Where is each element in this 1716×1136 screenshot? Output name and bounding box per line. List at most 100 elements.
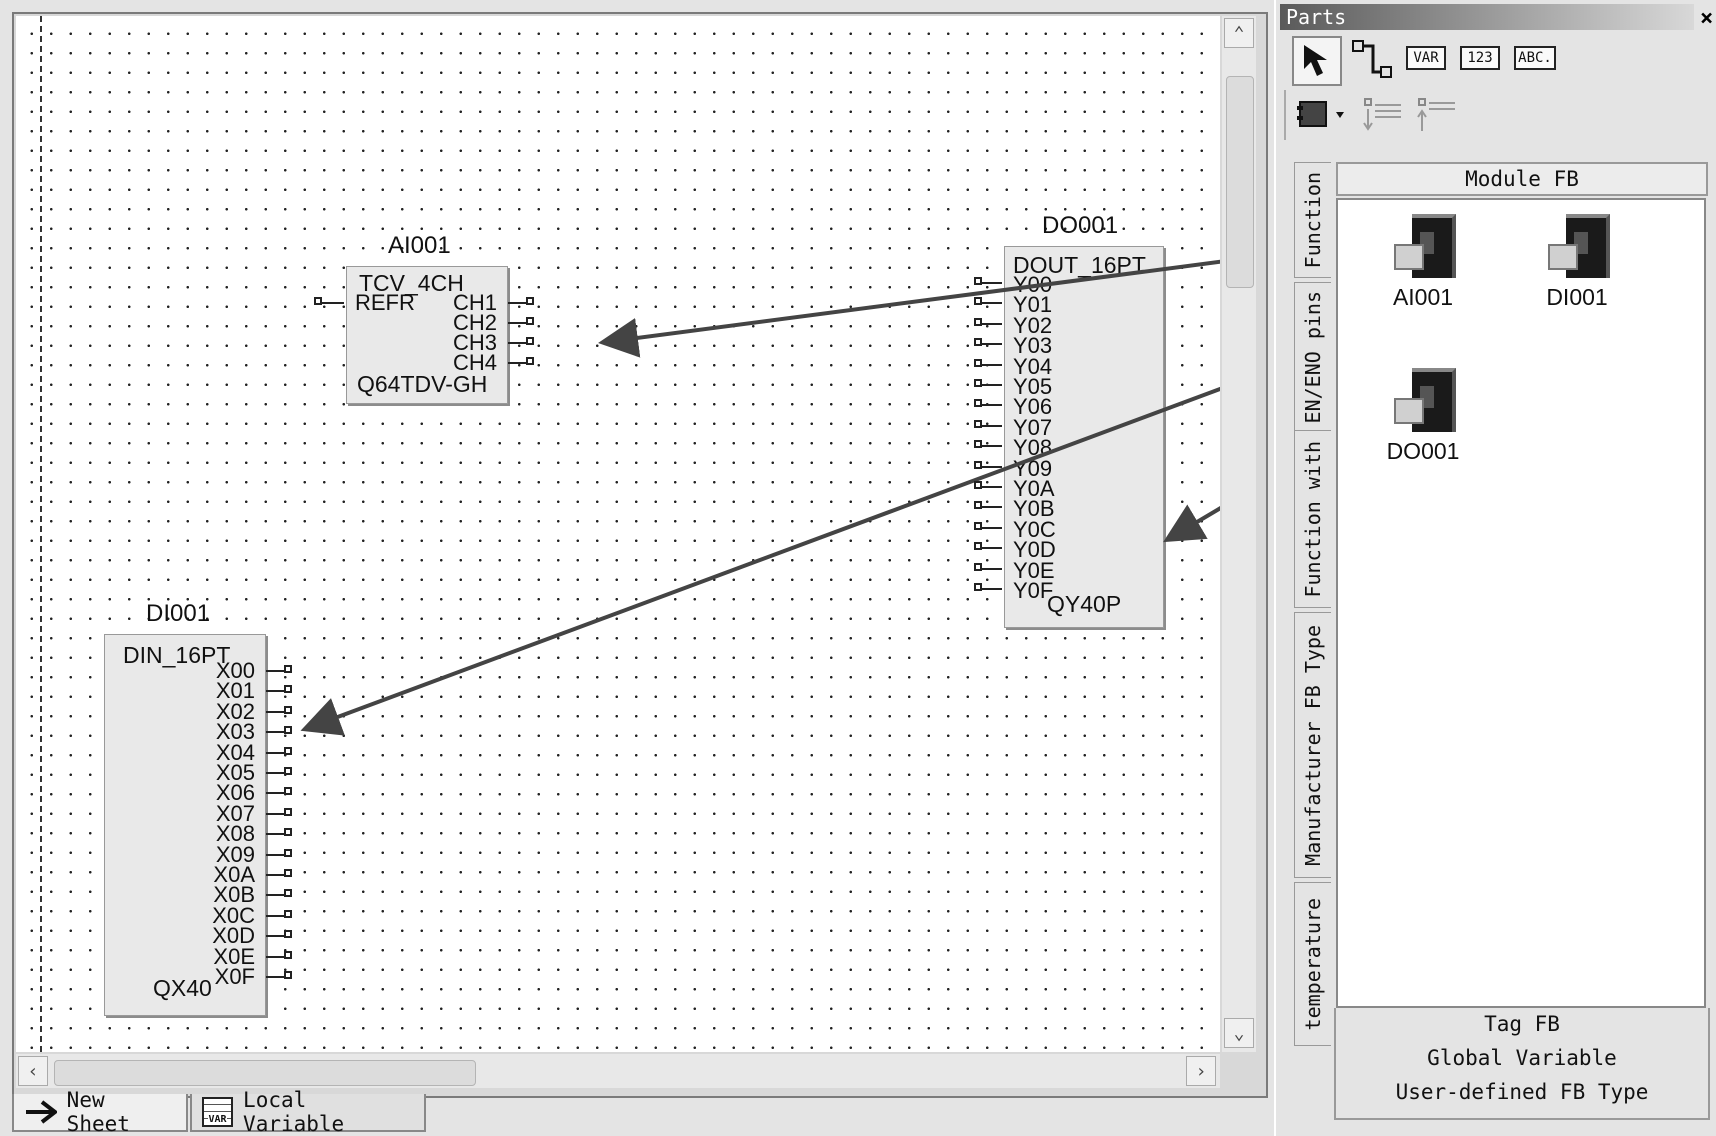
sheet-border-line bbox=[40, 16, 42, 1052]
output-connector[interactable] bbox=[266, 726, 292, 735]
input-connector[interactable] bbox=[974, 379, 1002, 387]
tab-local-variable[interactable]: VAR Local Variable bbox=[190, 1088, 426, 1136]
module-fb-list: AI001 DI001 DO001 bbox=[1336, 198, 1706, 1008]
fb-type-label: DIN_16PT bbox=[123, 642, 231, 668]
input-connector[interactable] bbox=[974, 317, 1002, 326]
output-connector[interactable] bbox=[266, 909, 292, 918]
tab-label: New Sheet bbox=[66, 1088, 130, 1136]
output-pin: X08 bbox=[215, 821, 255, 847]
fb-model-label: QY40P bbox=[1047, 591, 1122, 617]
constant-tool-button[interactable]: 123 bbox=[1460, 46, 1500, 70]
output-connector[interactable] bbox=[266, 807, 292, 816]
input-connector[interactable] bbox=[974, 583, 1002, 591]
input-pin: Y04 bbox=[1013, 353, 1053, 379]
sort-list-button[interactable] bbox=[1362, 96, 1404, 134]
input-connector[interactable] bbox=[974, 521, 1002, 530]
tab-en-eno-pins[interactable]: EN/ENO pins bbox=[1294, 282, 1331, 432]
fb-type-label: TCV_4CH bbox=[359, 270, 464, 296]
output-pin: X00 bbox=[215, 658, 255, 683]
output-pin: X02 bbox=[215, 698, 255, 724]
variable-tool-button[interactable]: VAR bbox=[1406, 46, 1446, 70]
tab-tag-fb[interactable]: Tag FB bbox=[1484, 1012, 1560, 1036]
chevron-right-icon: › bbox=[1195, 1060, 1207, 1082]
scroll-down-button[interactable]: ⌄ bbox=[1224, 1018, 1254, 1048]
function-block-ai001[interactable]: TCV_4CH REFR CH1 CH2 CH3 CH4 Q64TDV-GH bbox=[346, 266, 508, 404]
input-connector[interactable] bbox=[974, 419, 1002, 428]
fb-name-di001: DI001 bbox=[146, 600, 211, 627]
block-dropdown-icon bbox=[1297, 101, 1344, 127]
input-connector[interactable] bbox=[974, 542, 1002, 551]
input-connector[interactable] bbox=[974, 481, 1002, 489]
output-connector[interactable] bbox=[508, 297, 534, 305]
scroll-left-button[interactable]: ‹ bbox=[18, 1056, 48, 1086]
block-type-dropdown[interactable] bbox=[1296, 96, 1350, 134]
output-connector[interactable] bbox=[508, 357, 534, 365]
tab-user-defined-fb-type[interactable]: User-defined FB Type bbox=[1395, 1080, 1649, 1104]
output-connector[interactable] bbox=[266, 665, 292, 673]
fb-model-label: QX40 bbox=[153, 975, 212, 1001]
output-connector[interactable] bbox=[266, 971, 292, 979]
module-fb-item-label: DI001 bbox=[1546, 284, 1608, 310]
scroll-right-button[interactable]: › bbox=[1186, 1056, 1216, 1086]
input-connector[interactable] bbox=[974, 358, 1002, 367]
close-icon[interactable]: × bbox=[1700, 6, 1714, 31]
input-connector[interactable] bbox=[974, 460, 1002, 469]
module-fb-item-di001[interactable]: DI001 bbox=[1522, 208, 1632, 311]
module-fb-item-do001[interactable]: DO001 bbox=[1368, 362, 1478, 465]
output-connector[interactable] bbox=[266, 685, 292, 694]
output-connector[interactable] bbox=[266, 848, 292, 857]
input-connector[interactable] bbox=[314, 297, 344, 305]
output-connector[interactable] bbox=[508, 337, 534, 345]
tab-label: Function with bbox=[1301, 440, 1325, 598]
tab-manufacturer-fb-type[interactable]: Manufacturer FB Type bbox=[1294, 612, 1331, 878]
fb-name-do001: DO001 bbox=[1042, 212, 1119, 239]
module-fb-header[interactable]: Module FB bbox=[1336, 162, 1708, 196]
output-pin: X0D bbox=[212, 923, 255, 949]
tab-global-variable[interactable]: Global Variable bbox=[1427, 1046, 1617, 1070]
output-connector[interactable] bbox=[266, 787, 292, 796]
tab-new-sheet[interactable]: New Sheet bbox=[12, 1088, 188, 1136]
input-connector[interactable] bbox=[974, 277, 1002, 285]
output-connector[interactable] bbox=[266, 746, 292, 755]
tab-label: EN/ENO pins bbox=[1301, 290, 1325, 424]
pointer-arrow-icon bbox=[1304, 45, 1327, 76]
input-connector[interactable] bbox=[974, 297, 1002, 306]
select-tool-button[interactable] bbox=[1292, 36, 1342, 86]
input-connector[interactable] bbox=[974, 562, 1002, 571]
input-connector[interactable] bbox=[974, 501, 1002, 510]
input-connector[interactable] bbox=[974, 399, 1002, 408]
tab-function[interactable]: Function bbox=[1294, 162, 1331, 278]
output-pin: CH2 bbox=[452, 310, 497, 335]
tab-function-with[interactable]: Function with bbox=[1294, 430, 1331, 608]
input-connector[interactable] bbox=[974, 338, 1002, 347]
tab-temperature[interactable]: temperature bbox=[1294, 882, 1331, 1046]
input-pin: Y0D bbox=[1013, 537, 1056, 563]
output-connector[interactable] bbox=[266, 828, 292, 837]
output-pin: X0B bbox=[213, 882, 255, 908]
comment-tool-button[interactable]: ABC. bbox=[1514, 46, 1556, 70]
input-pin: Y0F bbox=[1013, 578, 1054, 603]
vertical-scroll-thumb[interactable] bbox=[1226, 76, 1254, 288]
scroll-up-button[interactable]: ⌃ bbox=[1224, 18, 1254, 48]
drag-arrows bbox=[300, 259, 1220, 736]
move-up-icon bbox=[1417, 98, 1455, 131]
input-connector[interactable] bbox=[974, 440, 1002, 449]
output-connector[interactable] bbox=[266, 767, 292, 775]
output-connector[interactable] bbox=[508, 317, 534, 325]
module-fb-item-label: AI001 bbox=[1392, 284, 1454, 310]
connect-line-tool-button[interactable] bbox=[1350, 38, 1396, 82]
output-pin: X0E bbox=[213, 943, 255, 969]
output-connector[interactable] bbox=[266, 889, 292, 898]
module-fb-item-ai001[interactable]: AI001 bbox=[1368, 208, 1478, 311]
output-connector[interactable] bbox=[266, 950, 292, 959]
output-connector[interactable] bbox=[266, 869, 292, 877]
number-icon: 123 bbox=[1460, 46, 1500, 70]
horizontal-scroll-thumb[interactable] bbox=[54, 1060, 476, 1086]
module-fb-icon bbox=[1386, 362, 1460, 432]
move-up-button[interactable] bbox=[1416, 96, 1458, 134]
function-block-do001[interactable]: DOUT_16PT Y00Y01Y02Y03Y04Y05Y06Y07Y08Y09… bbox=[1004, 246, 1164, 628]
output-connector[interactable] bbox=[266, 705, 292, 714]
output-connector[interactable] bbox=[266, 930, 292, 939]
fbd-canvas[interactable]: AI001 TCV_4CH REFR CH1 CH2 CH3 CH4 Q64TD… bbox=[16, 16, 1220, 1052]
